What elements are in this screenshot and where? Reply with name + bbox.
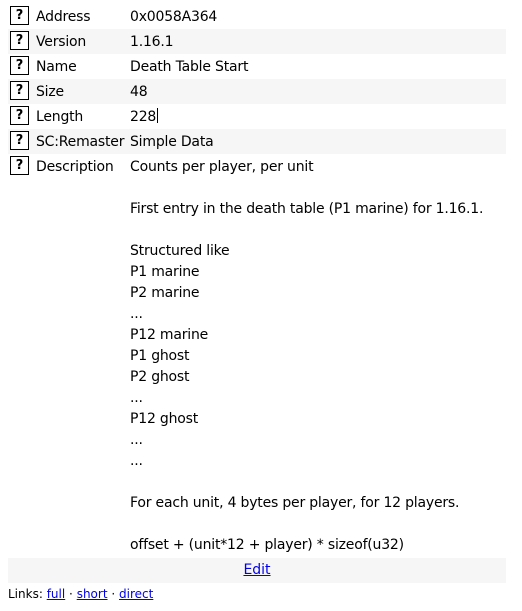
description-line: offset + (unit*12 + player) * sizeof(u32… — [130, 537, 404, 553]
field-label-address: Address — [36, 9, 91, 25]
field-label-description: Description — [36, 159, 114, 175]
field-value-description: Counts per player, per unit First entry … — [130, 154, 506, 558]
link-full[interactable]: full — [46, 587, 66, 601]
description-line: P2 ghost — [130, 369, 190, 385]
length-value-text: 228 — [130, 109, 157, 125]
field-row-description: ? Description Counts per player, per uni… — [8, 154, 506, 558]
text-caret — [157, 108, 159, 123]
field-row-size: ? Size 48 — [8, 79, 506, 104]
link-separator: · — [111, 587, 116, 601]
description-line: ... — [130, 390, 143, 406]
field-row-sc-remaster: ? SC:Remaster Simple Data — [8, 129, 506, 154]
field-label-length: Length — [36, 109, 84, 125]
description-line: P1 ghost — [130, 348, 190, 364]
description-line: First entry in the death table (P1 marin… — [130, 201, 484, 217]
field-value-address: 0x0058A364 — [130, 9, 218, 25]
field-value-name: Death Table Start — [130, 59, 249, 75]
field-label-name: Name — [36, 59, 77, 75]
link-short[interactable]: short — [76, 587, 108, 601]
field-value-size: 48 — [130, 84, 148, 100]
field-row-length: ? Length 228 — [8, 104, 506, 129]
description-line: P12 ghost — [130, 411, 199, 427]
edit-row: Edit — [8, 558, 506, 583]
description-line: P2 marine — [130, 285, 200, 301]
field-value-length: 228 — [130, 104, 506, 129]
field-value-sc-remaster: Simple Data — [130, 134, 214, 150]
field-row-version: ? Version 1.16.1 — [8, 29, 506, 54]
description-line — [130, 514, 506, 535]
help-icon-description[interactable]: ? — [10, 156, 29, 175]
edit-link[interactable]: Edit — [243, 562, 271, 578]
help-icon-length[interactable]: ? — [10, 106, 29, 125]
description-line: Counts per player, per unit — [130, 159, 314, 175]
links-bar: Links: full · short · direct — [8, 585, 153, 603]
help-icon-version[interactable]: ? — [10, 31, 29, 50]
field-label-sc-remaster: SC:Remaster — [36, 134, 125, 150]
links-prefix: Links: — [8, 587, 43, 601]
description-line: P12 marine — [130, 327, 209, 343]
description-line: ... — [130, 432, 143, 448]
description-line: ... — [130, 306, 143, 322]
description-line: ... — [130, 453, 143, 469]
field-row-name: ? Name Death Table Start — [8, 54, 506, 79]
help-icon-address[interactable]: ? — [10, 6, 29, 25]
description-line — [130, 472, 506, 493]
help-icon-name[interactable]: ? — [10, 56, 29, 75]
field-label-version: Version — [36, 34, 87, 50]
field-row-address: ? Address 0x0058A364 — [8, 4, 506, 29]
field-value-version: 1.16.1 — [130, 34, 174, 50]
data-table: ? Address 0x0058A364 ? Version 1.16.1 ? … — [8, 4, 506, 583]
help-icon-sc-remaster[interactable]: ? — [10, 131, 29, 150]
description-line — [130, 220, 506, 241]
description-line: Structured like — [130, 243, 230, 259]
link-separator: · — [69, 587, 73, 601]
help-icon-size[interactable]: ? — [10, 81, 29, 100]
description-line: P1 marine — [130, 264, 200, 280]
description-line: For each unit, 4 bytes per player, for 1… — [130, 495, 460, 511]
description-line — [130, 178, 506, 199]
field-label-size: Size — [36, 84, 64, 100]
link-direct[interactable]: direct — [119, 587, 154, 601]
